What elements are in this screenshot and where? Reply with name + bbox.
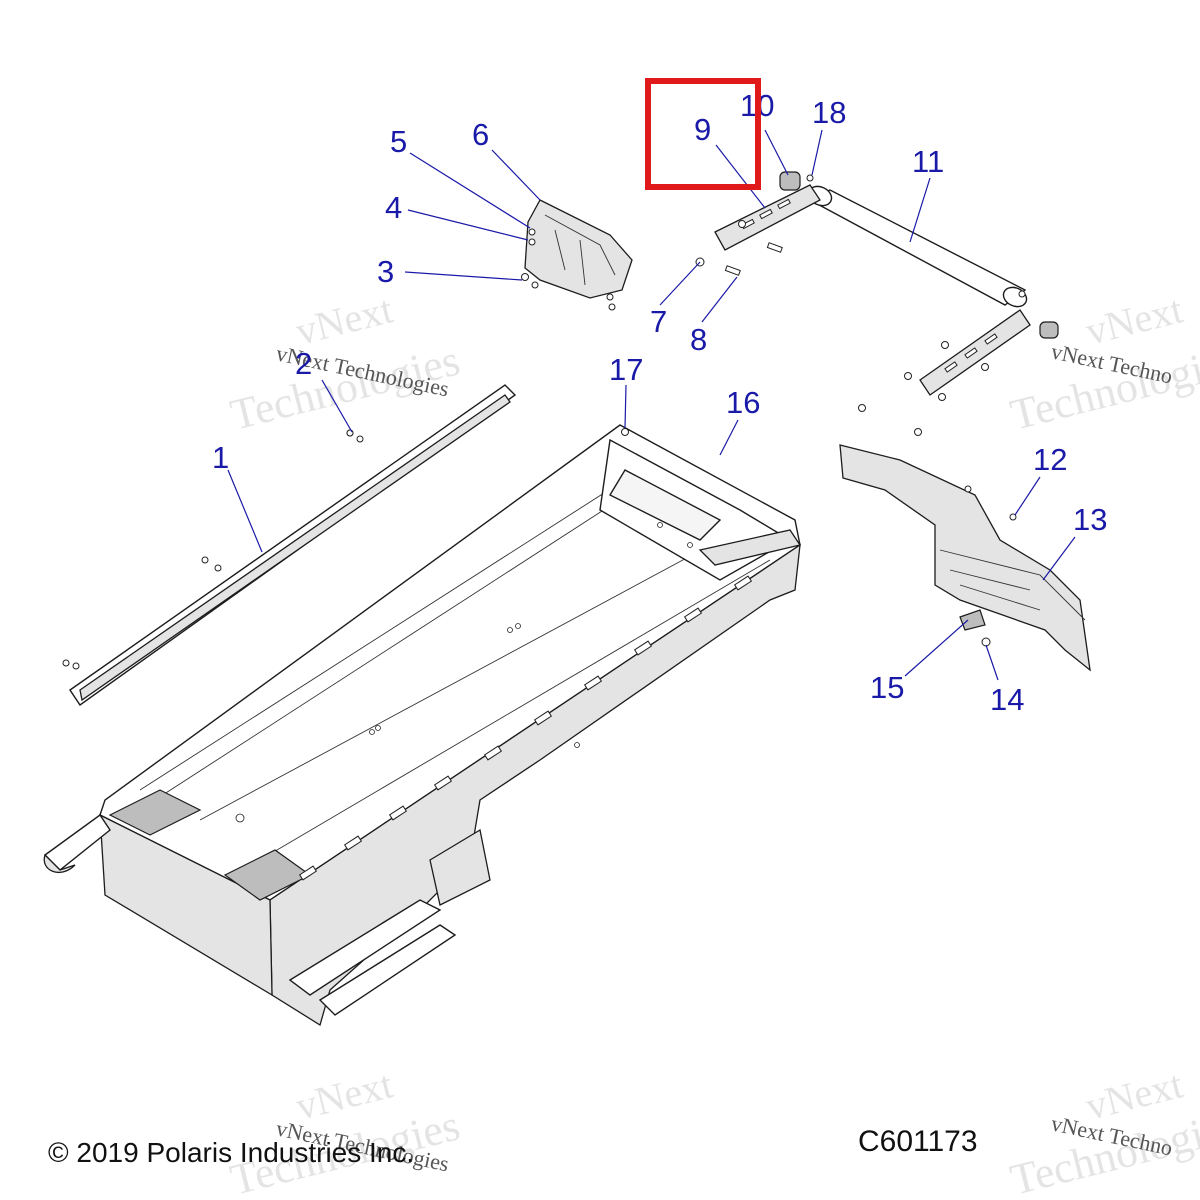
watermark-top-left: vNext Technologies vNext Technologies xyxy=(226,286,465,439)
label-part-14: 14 xyxy=(990,682,1024,717)
label-part-6: 6 xyxy=(472,117,489,152)
watermark-top-right: vNext Technologies vNext Techno xyxy=(1006,286,1200,439)
label-part-16: 16 xyxy=(726,385,760,420)
side-guard xyxy=(839,404,1091,672)
callout-labels: 1 2 3 4 5 6 7 8 9 10 11 12 13 14 15 16 1… xyxy=(212,88,1107,717)
label-part-18: 18 xyxy=(812,95,846,130)
label-part-17: 17 xyxy=(609,352,643,387)
screws-misc xyxy=(346,428,629,437)
label-part-2: 2 xyxy=(295,346,312,381)
label-part-5: 5 xyxy=(390,124,407,159)
label-part-9: 9 xyxy=(694,112,711,147)
label-part-13: 13 xyxy=(1073,502,1107,537)
label-part-7: 7 xyxy=(650,304,667,339)
rear-bumper-assembly xyxy=(695,171,1059,401)
label-part-1: 1 xyxy=(212,440,229,475)
label-part-11: 11 xyxy=(912,144,944,179)
copyright-notice: © 2019 Polaris Industries Inc. xyxy=(48,1137,415,1168)
label-part-4: 4 xyxy=(385,190,402,225)
watermark-bottom-left: vNext Technologies vNext Technologies xyxy=(226,1061,465,1200)
label-part-12: 12 xyxy=(1033,442,1067,477)
watermark-brand-1: vNext xyxy=(291,286,397,353)
leader-lines xyxy=(227,129,1076,681)
tunnel-frame xyxy=(43,424,802,1027)
watermark-bottom-right: vNext Technologies vNext Techno xyxy=(1006,1061,1200,1200)
highlight-box xyxy=(645,78,761,190)
heat-shield xyxy=(521,199,633,311)
watermark-brand-2: vNext xyxy=(1081,286,1187,353)
running-rail xyxy=(62,384,517,706)
label-part-8: 8 xyxy=(690,322,707,357)
label-part-3: 3 xyxy=(377,254,394,289)
tunnel-slots xyxy=(298,575,753,881)
label-part-15: 15 xyxy=(870,670,904,705)
diagram-code: C601173 xyxy=(858,1125,978,1158)
